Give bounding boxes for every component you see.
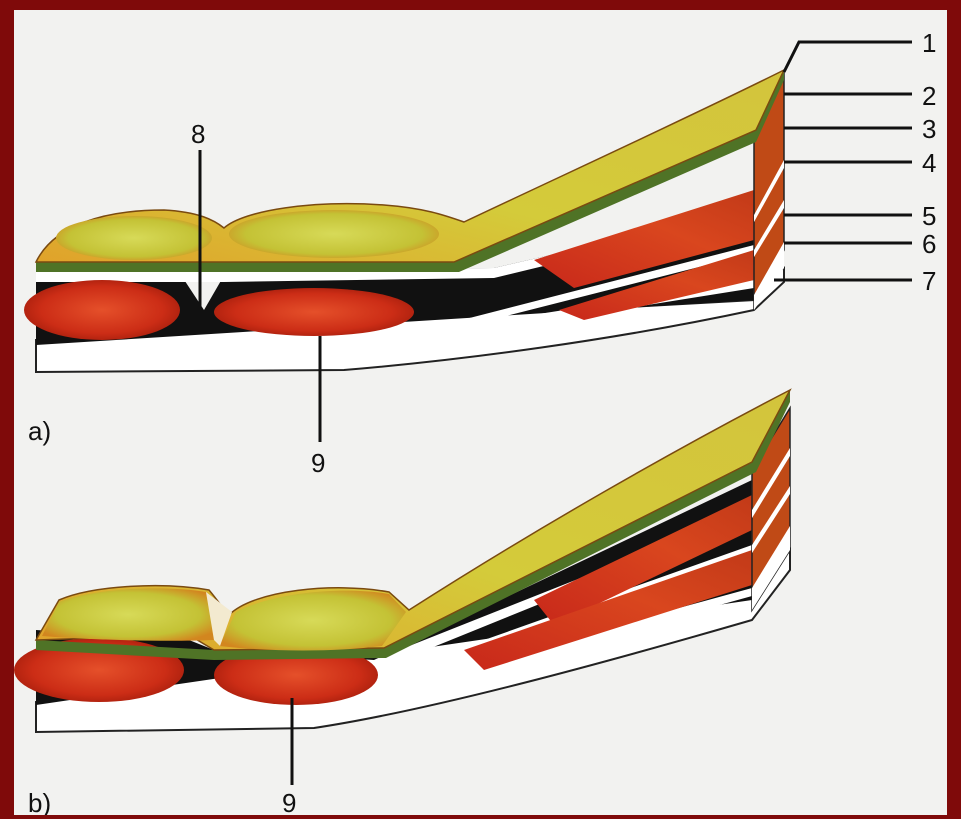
leader-line-1 (784, 42, 912, 72)
callout-3: 3 (922, 114, 936, 144)
callout-8: 8 (191, 119, 205, 149)
callout-2: 2 (922, 81, 936, 111)
callout-5: 5 (922, 201, 936, 231)
panel-b-fat-lobule-center (219, 591, 406, 651)
panel-a-label: a) (28, 416, 51, 446)
panel-a-fat-lobule-left (56, 216, 212, 260)
panel-b-diagram: 9 b) (14, 390, 790, 815)
panel-b-label: b) (28, 788, 51, 815)
callout-7: 7 (922, 266, 936, 296)
callout-1: 1 (922, 28, 936, 58)
callout-6: 6 (922, 229, 936, 259)
layer-diagram: 1 2 3 4 5 6 7 8 9 a) (14, 10, 947, 815)
panel-a-diagram: 1 2 3 4 5 6 7 8 9 a) (24, 28, 936, 478)
callout-4: 4 (922, 148, 936, 178)
callout-9-panel-b: 9 (282, 788, 296, 815)
panel-a-muscle-bundle-left (24, 280, 180, 340)
panel-a-muscle-bundle-center (214, 288, 414, 336)
panel-a-fat-lobule-center (229, 210, 439, 258)
callout-9-panel-a: 9 (311, 448, 325, 478)
diagram-canvas: 1 2 3 4 5 6 7 8 9 a) (14, 10, 947, 815)
